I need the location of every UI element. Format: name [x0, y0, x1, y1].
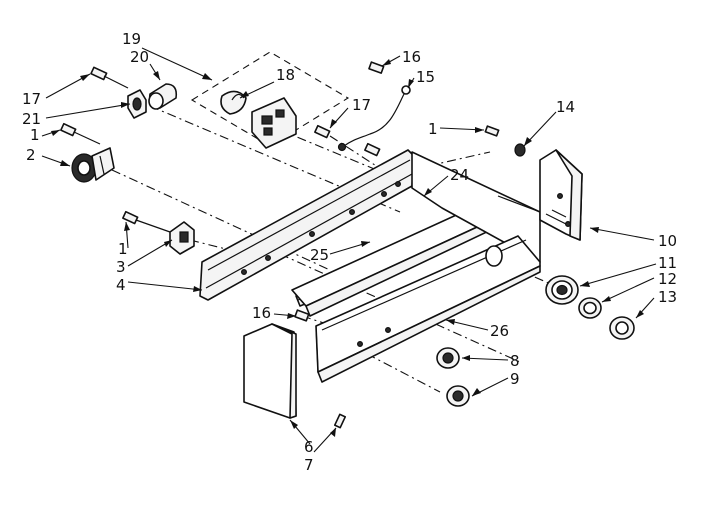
- wire-lead-part-15: [337, 85, 411, 152]
- housing-bottom-lip: [317, 265, 541, 383]
- callout-19: 19: [122, 30, 141, 48]
- knob-part-13: [609, 316, 635, 340]
- arrowheads: [51, 59, 644, 437]
- alignment-line: [279, 253, 521, 363]
- callout-7: 7: [304, 456, 314, 474]
- top-panel-part-24: [291, 195, 517, 317]
- callout-26: 26: [490, 322, 509, 340]
- callout-8: 8: [510, 352, 520, 370]
- callout-10: 10: [658, 232, 677, 250]
- callout-18: 18: [276, 66, 295, 84]
- control-hole: [485, 245, 503, 267]
- cap-part-20: [148, 83, 178, 110]
- alignment-line: [111, 169, 331, 271]
- screw-part-14: [484, 125, 526, 157]
- callout-16-lower: 16: [252, 304, 271, 322]
- callout-17-right: 17: [352, 96, 371, 114]
- callout-13: 13: [658, 288, 677, 306]
- knob-part-9: [446, 385, 470, 407]
- callout-24: 24: [450, 166, 469, 184]
- callout-16-top: 16: [402, 48, 421, 66]
- switch-assembly-part-18: [220, 90, 297, 149]
- callout-2: 2: [26, 146, 36, 164]
- callout-9: 9: [510, 370, 520, 388]
- callout-labels: 19 20 18 16 15 17 21 17 1 2 1 14 24 10 1…: [22, 30, 677, 474]
- switch-part-2: [71, 147, 115, 183]
- screw-part-1-lower: [122, 210, 171, 233]
- callout-6: 6: [304, 438, 314, 456]
- callout-12: 12: [658, 270, 677, 288]
- callout-3: 3: [116, 258, 126, 276]
- screw-part-16-upper: [368, 61, 385, 74]
- callout-1-lower: 1: [118, 240, 128, 258]
- knob-bezel-part-11: [545, 275, 579, 305]
- knob-spacer-part-12: [578, 297, 602, 319]
- callout-20: 20: [130, 48, 149, 66]
- callout-1-upper: 1: [30, 126, 40, 144]
- callout-25: 25: [310, 246, 329, 264]
- screw-part-17: [90, 66, 129, 89]
- screw-part-1-center: [364, 142, 381, 157]
- end-cap-part-10: [539, 149, 583, 241]
- bracket-part-21: [127, 89, 147, 119]
- bracket-part-3: [169, 221, 195, 255]
- end-cap-part-6: [243, 323, 297, 419]
- callout-1-right: 1: [428, 120, 438, 138]
- callout-21: 21: [22, 110, 41, 128]
- screw-part-7: [333, 413, 347, 429]
- callout-15: 15: [416, 68, 435, 86]
- callout-17-left: 17: [22, 90, 41, 108]
- knob-part-8: [436, 347, 460, 369]
- alignment-line: [349, 344, 441, 393]
- alignment-line: [149, 105, 401, 213]
- callout-4: 4: [116, 276, 126, 294]
- screw-part-17-right: [314, 124, 331, 139]
- screw-part-16-lower: [294, 309, 310, 322]
- screw-part-1-upper: [60, 122, 101, 145]
- callout-14: 14: [556, 98, 575, 116]
- callout-11: 11: [658, 254, 677, 272]
- kit-outline-box: [190, 51, 350, 147]
